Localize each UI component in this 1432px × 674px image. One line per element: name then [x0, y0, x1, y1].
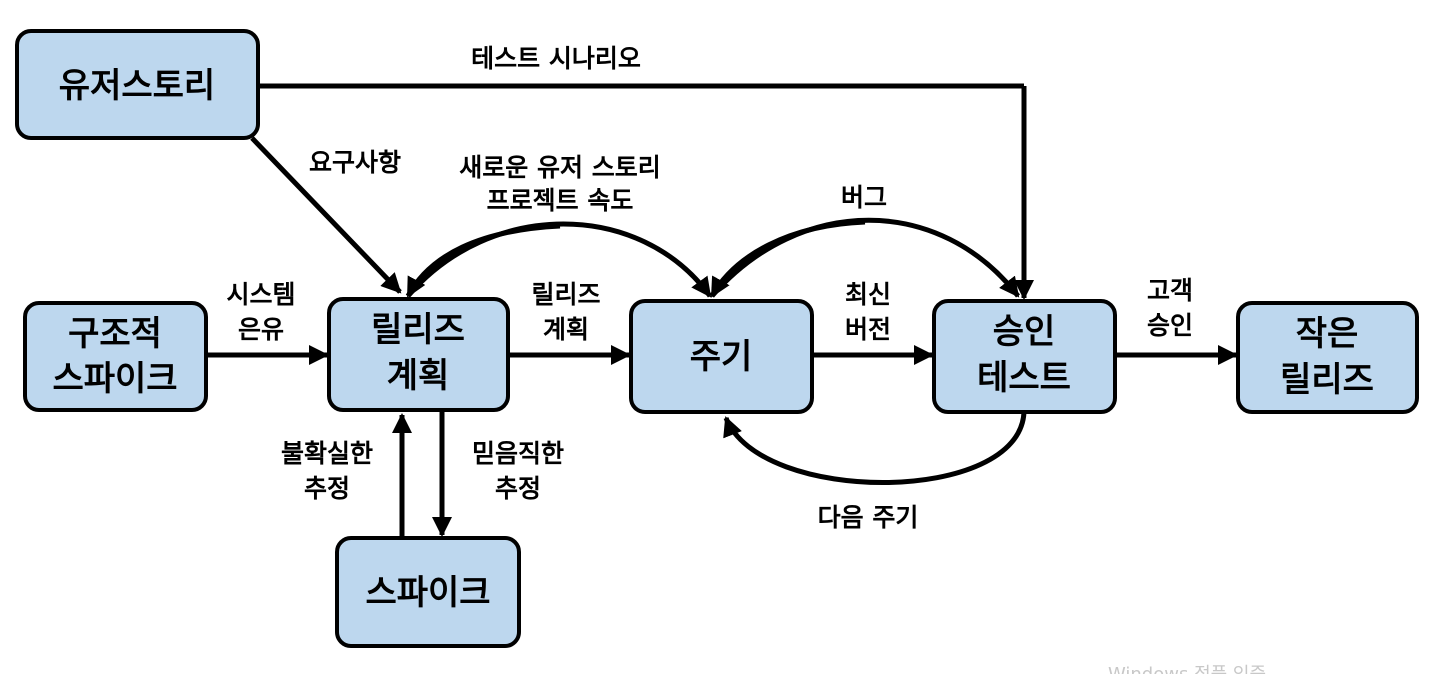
- label-project-velocity: 프로젝트 속도: [487, 186, 634, 215]
- node-user-story: 유저스토리: [15, 29, 260, 140]
- edge-velocity-arc: [406, 221, 713, 298]
- label-bugs: 버그: [841, 183, 887, 212]
- node-acceptance-test-label-1: 승인: [993, 312, 1056, 352]
- label-uncertain-estimate-2: 추정: [304, 474, 350, 503]
- label-confident-estimate-1: 믿음직한: [472, 439, 564, 468]
- edge-bugs-arc-back: [709, 219, 866, 298]
- label-system-metaphor-2: 은유: [238, 315, 284, 344]
- node-release-planning-label-2: 계획: [387, 356, 450, 396]
- edge-requirements: [250, 136, 402, 294]
- label-uncertain-estimate-1: 불확실한: [281, 439, 373, 468]
- windows-activation-watermark: Windows 정품 인증: [1108, 664, 1266, 674]
- node-iteration: 주기: [629, 299, 814, 414]
- node-architectural-spike-label-1: 구조적: [68, 314, 162, 354]
- node-release-planning: 릴리즈 계획: [327, 297, 510, 412]
- node-small-release-label-1: 작은: [1296, 314, 1359, 354]
- label-test-scenarios: 테스트 시나리오: [471, 44, 641, 73]
- label-customer-approval-2: 승인: [1147, 311, 1193, 340]
- edge-bugs-arc: [710, 217, 1020, 298]
- node-architectural-spike-label-2: 스파이크: [52, 359, 177, 399]
- node-small-release: 작은 릴리즈: [1236, 301, 1419, 414]
- label-requirements: 요구사항: [309, 148, 401, 177]
- label-confident-estimate-2: 추정: [495, 474, 541, 503]
- label-latest-version-1: 최신: [845, 280, 891, 309]
- node-release-planning-label-1: 릴리즈: [371, 310, 465, 350]
- label-release-plan-1: 릴리즈: [531, 280, 600, 309]
- node-acceptance-test: 승인 테스트: [932, 299, 1117, 414]
- node-spike: 스파이크: [335, 536, 521, 648]
- node-small-release-label-2: 릴리즈: [1280, 360, 1374, 400]
- edge-next-iteration: [723, 411, 1027, 485]
- node-spike-label: 스파이크: [365, 573, 490, 613]
- label-release-plan-2: 계획: [543, 315, 589, 344]
- node-architectural-spike: 구조적 스파이크: [23, 301, 208, 412]
- label-customer-approval-1: 고객: [1147, 276, 1193, 305]
- label-next-iteration: 다음 주기: [818, 503, 919, 532]
- label-system-metaphor-1: 시스템: [226, 280, 295, 309]
- node-acceptance-test-label-2: 테스트: [977, 358, 1071, 398]
- label-new-user-story: 새로운 유저 스토리: [459, 153, 660, 182]
- edge-velocity-arc-back: [405, 223, 561, 298]
- node-iteration-label: 주기: [690, 337, 753, 377]
- node-user-story-label: 유저스토리: [59, 66, 215, 106]
- label-latest-version-2: 버전: [845, 315, 891, 344]
